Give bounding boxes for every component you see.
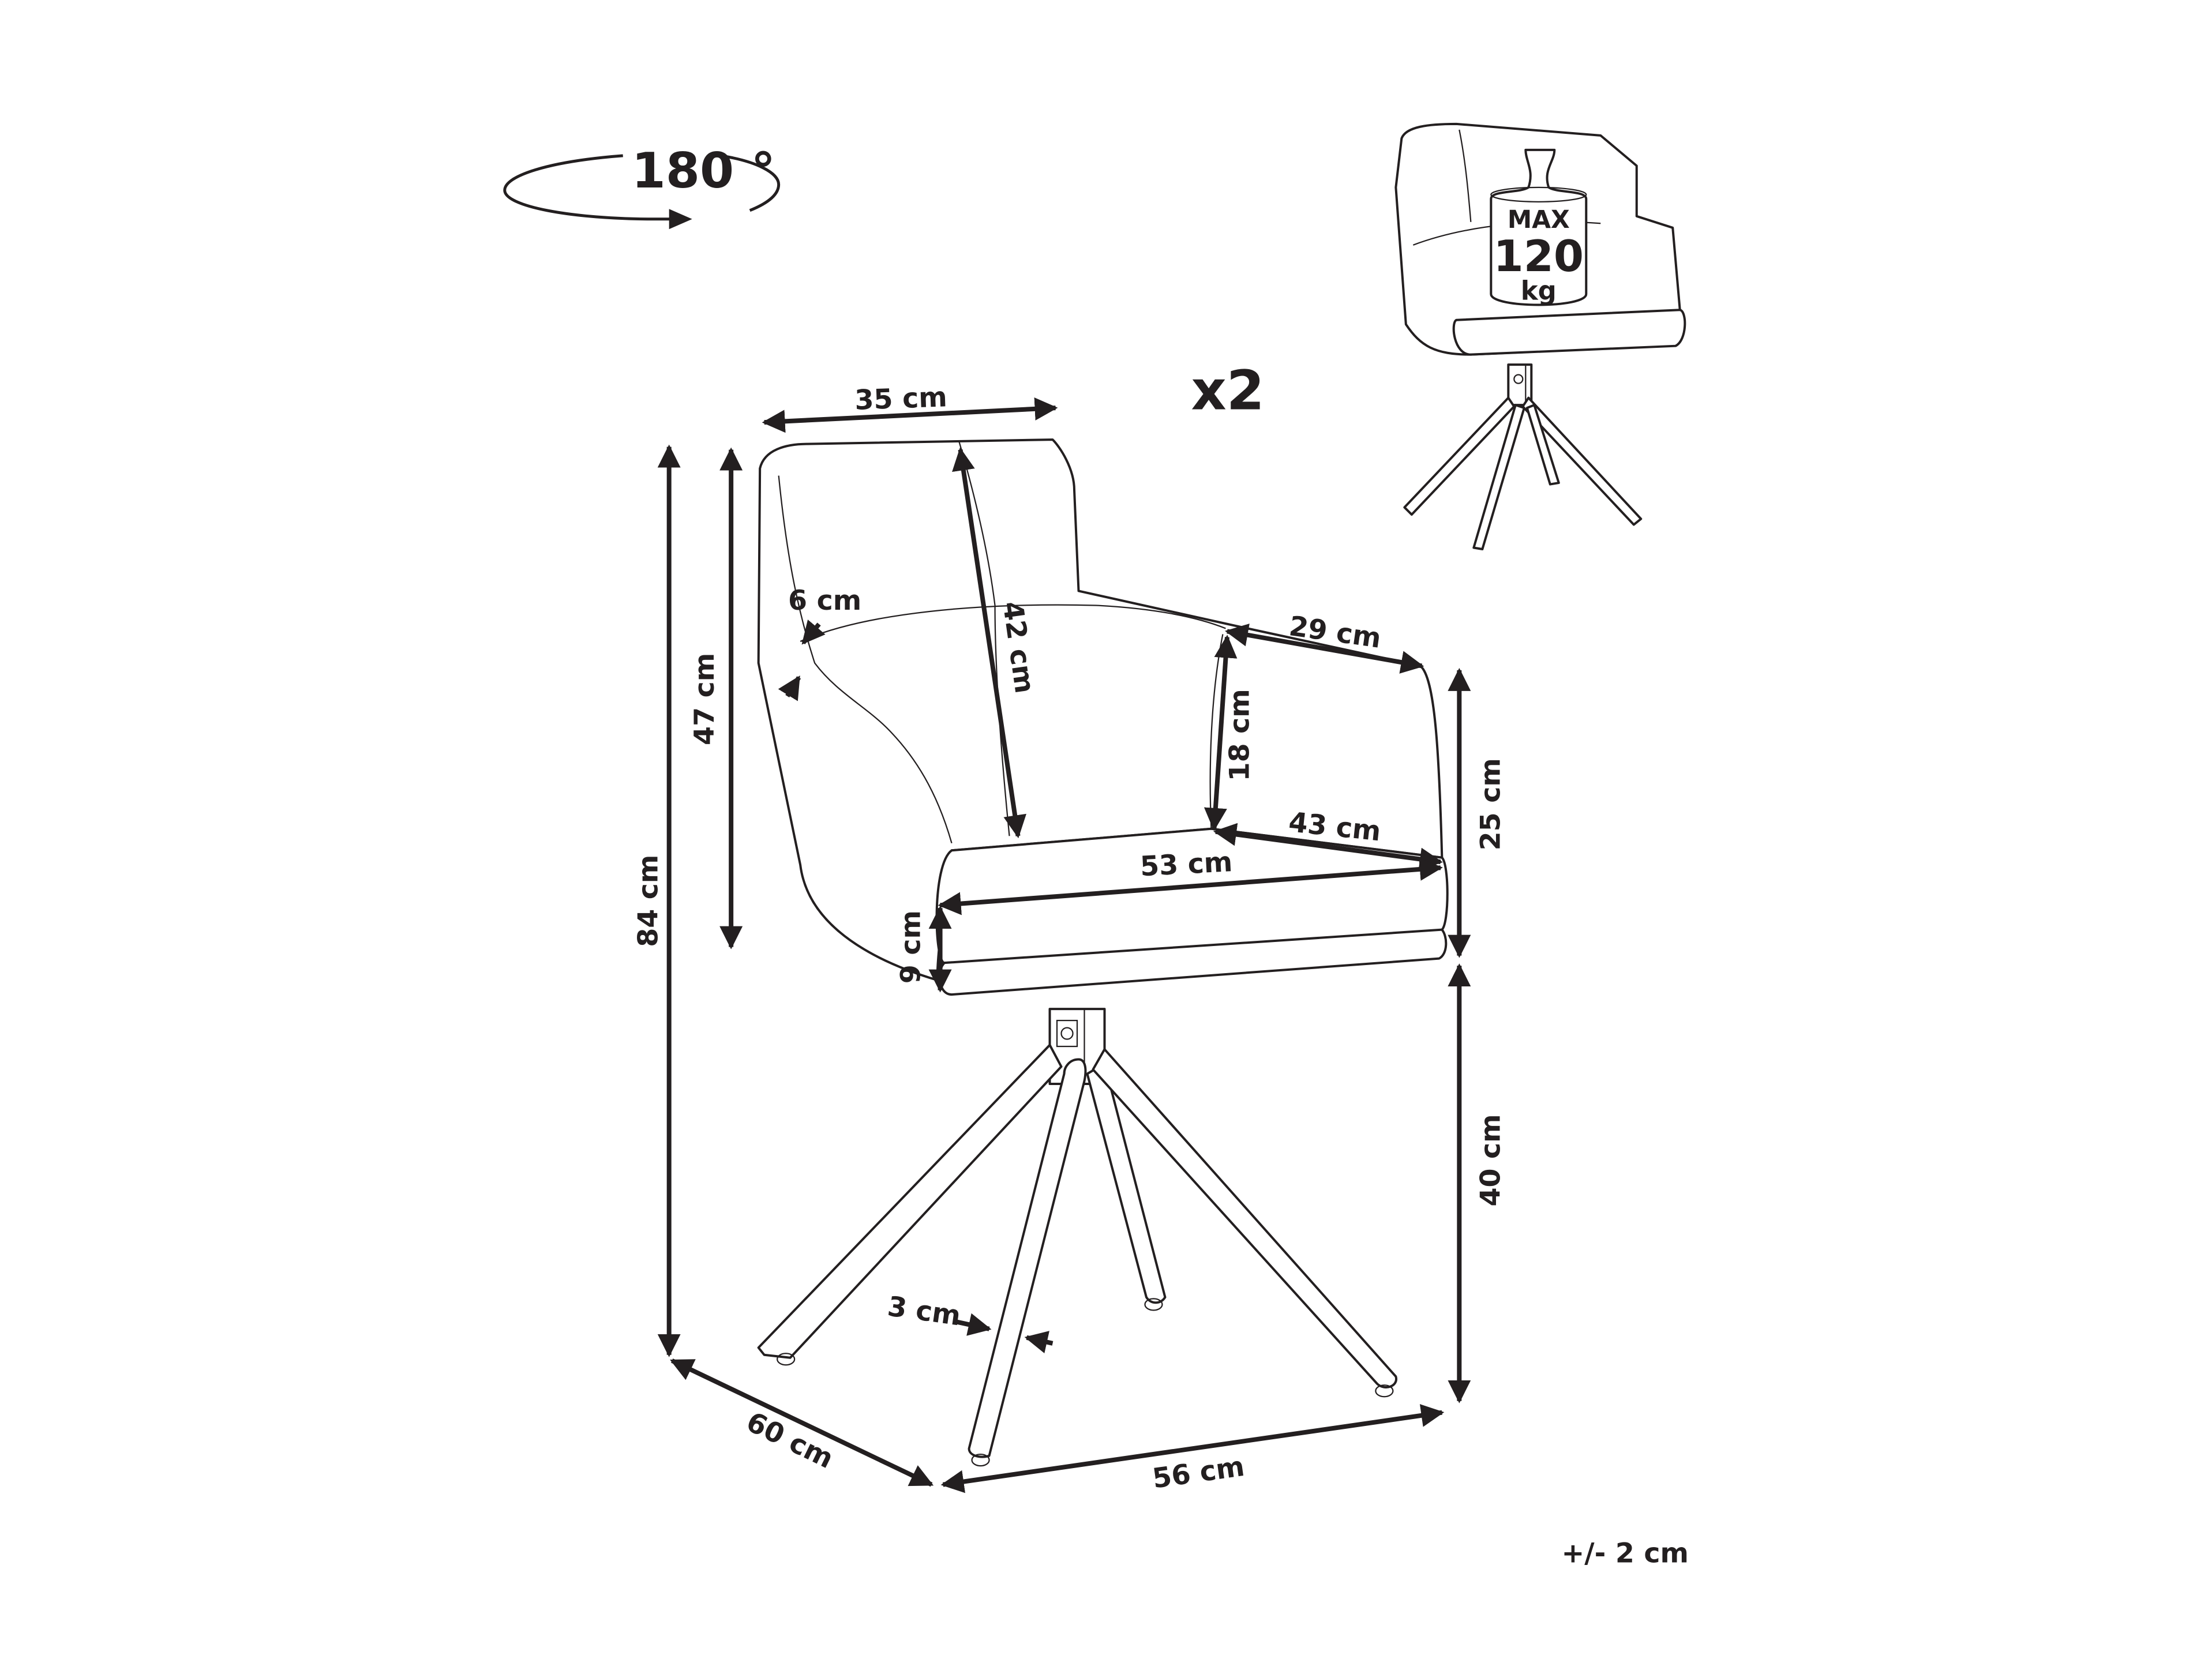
arrow-depth	[670, 1358, 934, 1487]
label-seat-thickness: 9 cm	[895, 910, 927, 984]
max-load-label: MAX	[1508, 206, 1570, 234]
rotation-label: 180 °	[632, 142, 775, 200]
max-load-chair-illustration	[1394, 122, 1686, 551]
arrow-width	[940, 1404, 1445, 1493]
arrow-backrest-width	[762, 397, 1058, 433]
arrow-leg-right	[1024, 1331, 1053, 1354]
arrow-back-thickness-bottom	[778, 675, 801, 701]
quantity-label: x2	[1191, 359, 1264, 423]
label-armrest-total-height: 25 cm	[1475, 758, 1506, 850]
label-backrest-width: 35 cm	[854, 381, 948, 416]
max-load-value: 120	[1494, 231, 1584, 281]
dimension-arrows	[657, 397, 1471, 1493]
arrow-armrest-length	[1225, 624, 1424, 674]
arrow-seat-depth	[1213, 823, 1443, 871]
tolerance-label: +/- 2 cm	[1562, 1538, 1689, 1570]
arrow-leg-left	[955, 1313, 992, 1336]
label-armrest-height: 18 cm	[1224, 689, 1255, 781]
label-seat-height: 40 cm	[1475, 1114, 1506, 1206]
label-seat-width: 53 cm	[1139, 846, 1234, 883]
label-back-total-height: 47 cm	[689, 653, 721, 745]
rotation-180-icon	[503, 154, 781, 230]
max-load-unit: kg	[1521, 276, 1557, 306]
arrow-backrest-height	[952, 447, 1027, 839]
arrow-back-thickness-top	[801, 620, 826, 645]
arrow-seat-width	[938, 857, 1443, 915]
arrow-armrest-height	[1204, 635, 1238, 831]
label-back-thickness: 6 cm	[788, 585, 861, 617]
label-width: 56 cm	[1150, 1451, 1246, 1495]
label-leg-thickness: 3 cm	[886, 1290, 963, 1332]
label-total-height: 84 cm	[633, 855, 665, 947]
chair-illustration	[757, 438, 1449, 1467]
